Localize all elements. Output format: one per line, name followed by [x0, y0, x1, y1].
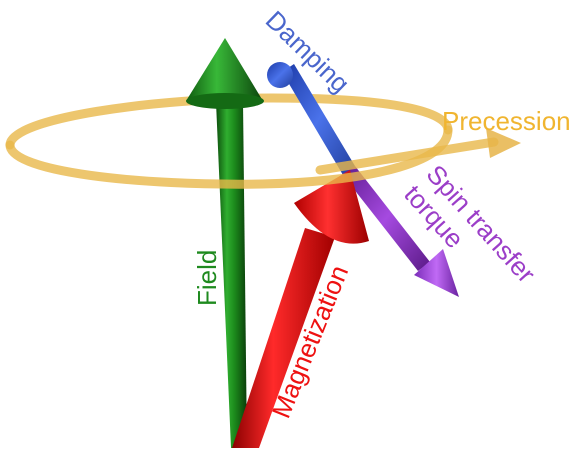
spin-transfer-label: Spin transfer torque: [398, 159, 541, 309]
precession-label: Precession: [442, 106, 571, 136]
field-label: Field: [192, 250, 222, 306]
damping-arrow-cap: [267, 62, 293, 88]
field-arrow-head-base: [186, 93, 264, 109]
field-arrow: [186, 38, 264, 448]
magnetization-arrow: [232, 170, 369, 448]
